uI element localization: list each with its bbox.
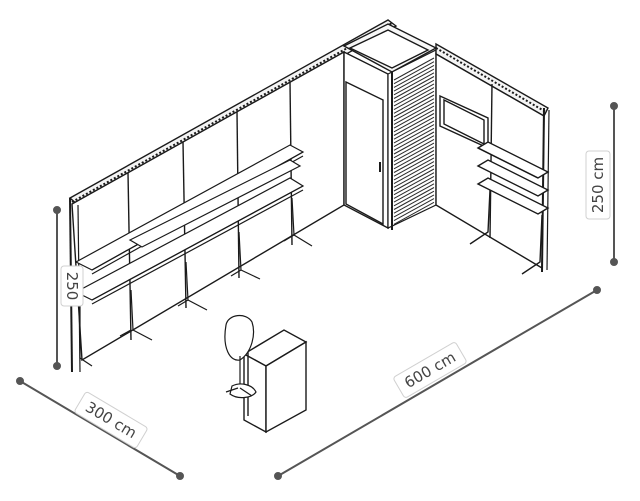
- slatted-column: [387, 49, 437, 230]
- slat-line: [393, 83, 435, 107]
- slat-line: [393, 131, 435, 155]
- slat-line: [393, 157, 435, 181]
- slat-line: [393, 109, 435, 133]
- shelf-icon: [74, 144, 313, 367]
- slat-line: [393, 161, 435, 185]
- slat-line: [393, 153, 435, 177]
- slat-line: [393, 68, 435, 92]
- slat-line: [393, 183, 435, 207]
- slat-line: [393, 61, 435, 85]
- dimension-height-left: 250: [60, 265, 84, 307]
- slat-line: [393, 94, 435, 118]
- slat-line: [393, 101, 435, 125]
- slat-line: [393, 127, 435, 151]
- slat-line: [393, 64, 435, 88]
- slat-line: [393, 98, 435, 122]
- dimension-width: 600 cm: [393, 342, 467, 398]
- slat-line: [393, 142, 435, 166]
- slat-line: [393, 194, 435, 218]
- height-left-label: 250: [63, 272, 81, 301]
- slat-line: [393, 105, 435, 129]
- right-side-wall: [435, 42, 550, 275]
- slat-line: [393, 79, 435, 103]
- slat-line: [393, 175, 435, 199]
- slat-line: [393, 187, 435, 210]
- counter-desk-icon: [242, 329, 308, 434]
- slat-line: [393, 90, 435, 114]
- slat-line: [393, 87, 435, 111]
- door-icon: [342, 23, 438, 230]
- dimension-lines: [16, 102, 618, 480]
- slat-line: [393, 76, 435, 99]
- slat-line: [393, 179, 435, 203]
- slat-line: [393, 72, 435, 96]
- slat-line: [393, 172, 435, 196]
- slat-line: [393, 120, 435, 144]
- slat-line: [393, 201, 435, 225]
- slat-line: [393, 113, 435, 136]
- slat-line: [393, 168, 435, 192]
- slat-line: [393, 116, 435, 140]
- dimension-height-right: 250 cm: [585, 150, 611, 220]
- slat-line: [393, 124, 435, 148]
- slat-line: [393, 146, 435, 170]
- slat-line: [393, 150, 435, 173]
- slat-line: [393, 138, 435, 162]
- slat-line: [393, 190, 435, 214]
- height-right-label: 250 cm: [589, 157, 607, 213]
- slat-line: [393, 164, 435, 188]
- slat-line: [393, 135, 435, 159]
- chair-icon: [224, 315, 257, 399]
- slat-line: [393, 198, 435, 222]
- slat-line: [393, 57, 435, 81]
